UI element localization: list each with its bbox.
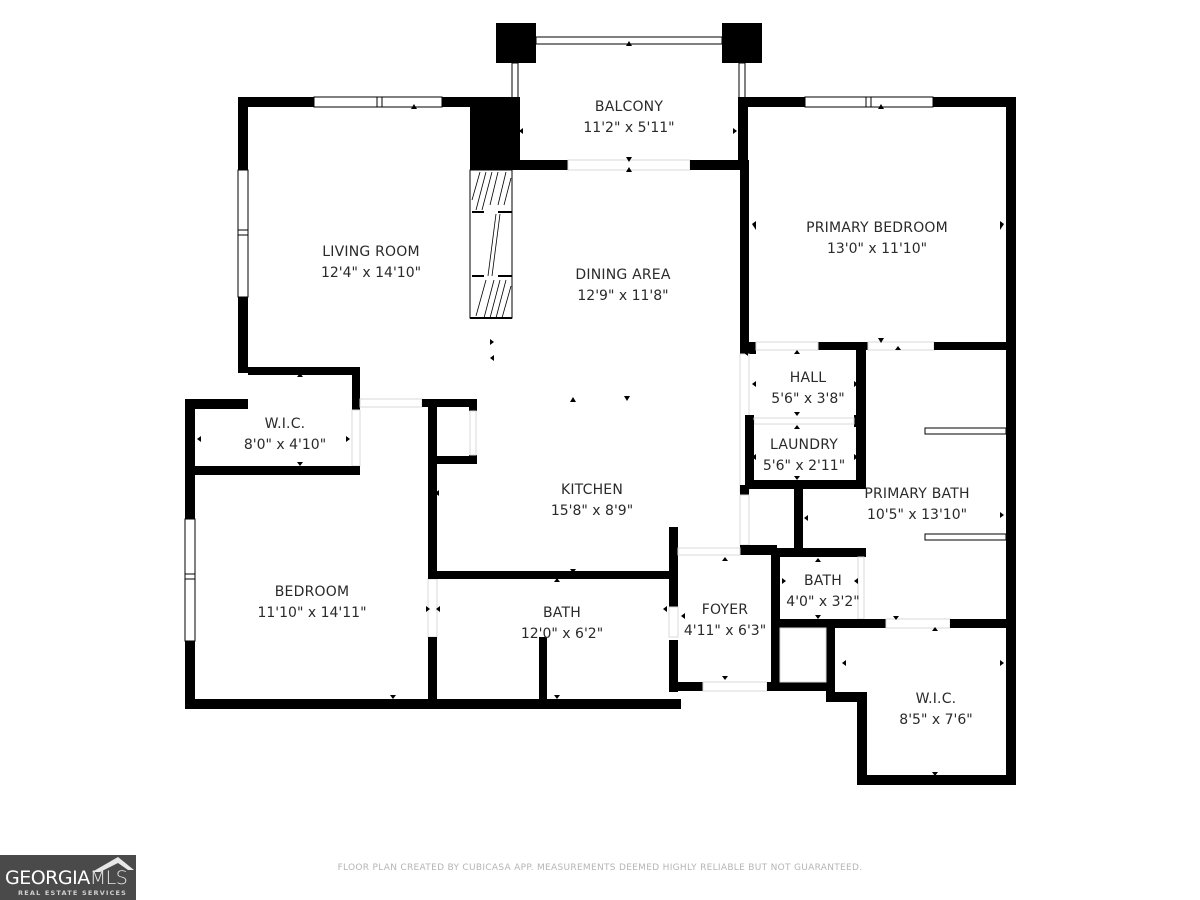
room-bath-2: BATH 4'0" x 3'2" (786, 573, 859, 610)
room-dimensions: 12'4" x 14'10" (321, 265, 421, 281)
room-name: BEDROOM (275, 584, 349, 600)
room-name: DINING AREA (575, 267, 670, 283)
room-name: W.I.C. (265, 416, 306, 432)
room-name: FOYER (702, 602, 749, 618)
disclaimer-text: FLOOR PLAN CREATED BY CUBICASA APP. MEAS… (337, 863, 863, 873)
room-laundry: LAUNDRY 5'6" x 2'11" (763, 437, 845, 474)
room-dimensions: 13'0" x 11'10" (827, 241, 927, 257)
room-dimensions: 15'8" x 8'9" (551, 503, 633, 519)
room-name: BATH (543, 605, 581, 621)
room-bedroom: BEDROOM 11'10" x 14'11" (257, 584, 366, 621)
fireplace-hearth (469, 169, 513, 319)
room-name: BALCONY (595, 99, 663, 115)
room-name: LAUNDRY (770, 437, 838, 453)
room-dimensions: 10'5" x 13'10" (867, 507, 967, 523)
room-dimensions: 11'10" x 14'11" (257, 605, 366, 621)
room-dimensions: 8'5" x 7'6" (899, 712, 972, 728)
room-name: PRIMARY BATH (864, 486, 969, 502)
walls (184, 23, 1016, 785)
roof-icon (92, 857, 134, 872)
room-name: LIVING ROOM (322, 244, 419, 260)
room-dimensions: 8'0" x 4'10" (244, 437, 326, 453)
room-dimensions: 5'6" x 3'8" (771, 391, 844, 407)
logo-wordmark: GEORGIAMLS (5, 867, 128, 889)
room-name: KITCHEN (561, 482, 623, 498)
room-name: HALL (790, 370, 827, 386)
room-foyer: FOYER 4'11" x 6'3" (684, 602, 766, 639)
room-wic-1: W.I.C. 8'0" x 4'10" (244, 416, 326, 453)
room-balcony: BALCONY 11'2" x 5'11" (583, 99, 674, 136)
dimension-markers (197, 41, 1004, 776)
room-dimensions: 12'0" x 6'2" (521, 626, 603, 642)
georgia-mls-logo: GEORGIAMLS REAL ESTATE SERVICES (0, 855, 136, 900)
room-primary-bedroom: PRIMARY BEDROOM 13'0" x 11'10" (806, 220, 948, 257)
room-bath-1: BATH 12'0" x 6'2" (521, 605, 603, 642)
logo-brand-secondary: MLS (89, 867, 128, 889)
room-primary-bath: PRIMARY BATH 10'5" x 13'10" (864, 486, 969, 523)
room-living-room: LIVING ROOM 12'4" x 14'10" (321, 244, 421, 281)
room-wic-2: W.I.C. 8'5" x 7'6" (899, 691, 972, 728)
room-dimensions: 4'11" x 6'3" (684, 623, 766, 639)
logo-tagline: REAL ESTATE SERVICES (18, 889, 128, 897)
logo-brand-primary: GEORGIA (5, 867, 90, 889)
room-dimensions: 11'2" x 5'11" (583, 120, 674, 136)
room-dimensions: 4'0" x 3'2" (786, 594, 859, 610)
room-hall: HALL 5'6" x 3'8" (771, 370, 844, 407)
room-name: W.I.C. (916, 691, 957, 707)
room-dimensions: 12'9" x 11'8" (577, 288, 668, 304)
room-dimensions: 5'6" x 2'11" (763, 458, 845, 474)
room-name: PRIMARY BEDROOM (806, 220, 948, 236)
room-dining-area: DINING AREA 12'9" x 11'8" (575, 267, 670, 304)
room-kitchen: KITCHEN 15'8" x 8'9" (551, 482, 633, 519)
room-name: BATH (804, 573, 842, 589)
